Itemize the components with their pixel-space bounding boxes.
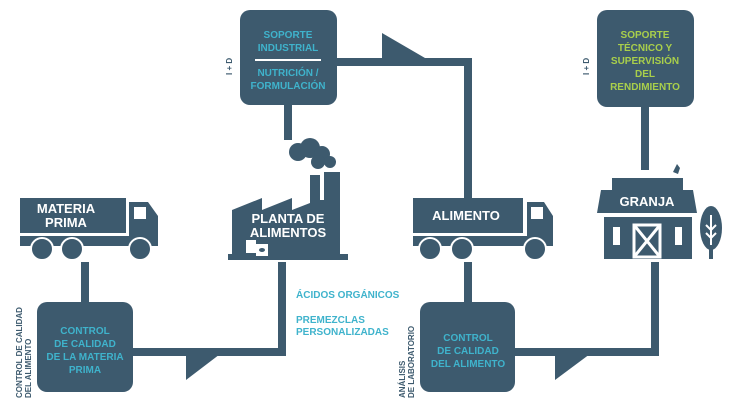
box-text: PRIMA bbox=[69, 365, 101, 376]
truck-label: ALIMENTO bbox=[432, 208, 500, 223]
box-control-alimento: ANÁLISIS DE LABORATORIO CONTROL DE CALID… bbox=[398, 302, 515, 398]
connector-control-to-granja bbox=[515, 262, 659, 356]
side-label: DE LABORATORIO bbox=[407, 326, 416, 398]
box-text: SUPERVISIÓN bbox=[611, 54, 679, 67]
box-text: DE LA MATERIA bbox=[46, 352, 123, 363]
box-control-materia-prima: CONTROL DE CALIDAD DEL ALIMENTO CONTROL … bbox=[15, 302, 133, 398]
truck-alimento-icon: ALIMENTO bbox=[413, 198, 553, 261]
connectors bbox=[81, 33, 659, 380]
side-label: DEL ALIMENTO bbox=[24, 339, 33, 398]
box-text: SOPORTE bbox=[264, 30, 313, 41]
side-label-id: I + D bbox=[582, 58, 591, 75]
truck-label: PRIMA bbox=[45, 215, 88, 230]
box-text: NUTRICIÓN / bbox=[257, 66, 318, 79]
label-premezclas: PREMEZCLAS bbox=[296, 315, 365, 326]
box-text: RENDIMIENTO bbox=[610, 82, 680, 93]
box-text: DEL ALIMENTO bbox=[431, 359, 505, 370]
box-text: TÉCNICO Y bbox=[618, 41, 673, 54]
factory-label: ALIMENTOS bbox=[250, 225, 327, 240]
connector-control-to-factory bbox=[133, 262, 286, 356]
box-text: DE CALIDAD bbox=[54, 339, 116, 350]
box-soporte-industrial: I + D SOPORTE INDUSTRIAL NUTRICIÓN / FOR… bbox=[225, 10, 337, 105]
arrow-right-icon bbox=[555, 348, 598, 380]
side-label: ANÁLISIS bbox=[398, 360, 407, 398]
box-text: CONTROL bbox=[443, 333, 492, 344]
box-text: DE CALIDAD bbox=[437, 346, 499, 357]
factory-label: PLANTA DE bbox=[252, 211, 325, 226]
factory-planta-icon: PLANTA DE ALIMENTOS bbox=[228, 138, 348, 260]
divider bbox=[255, 59, 321, 61]
label-acidos-organicos: ÁCIDOS ORGÁNICOS bbox=[296, 288, 400, 301]
rooster-icon bbox=[673, 164, 680, 174]
box-text: SOPORTE bbox=[621, 30, 670, 41]
barn-label: GRANJA bbox=[620, 194, 676, 209]
smoke-icon bbox=[289, 138, 336, 169]
box-text: INDUSTRIAL bbox=[258, 43, 319, 54]
side-label-id: I + D bbox=[225, 58, 234, 75]
truck-materia-prima-icon: MATERIA PRIMA bbox=[20, 198, 158, 261]
barn-granja-icon: GRANJA bbox=[597, 164, 722, 259]
side-label: CONTROL DE CALIDAD bbox=[15, 307, 24, 398]
arrow-right-icon bbox=[186, 348, 228, 380]
box-text: CONTROL bbox=[60, 326, 109, 337]
connector-factory-to-alimento bbox=[337, 58, 472, 198]
box-soporte-tecnico: I + D SOPORTE TÉCNICO Y SUPERVISIÓN DEL … bbox=[582, 10, 694, 107]
arrow-right-icon bbox=[382, 33, 425, 66]
box-text: FORMULACIÓN bbox=[251, 79, 326, 92]
label-premezclas: PERSONALIZADAS bbox=[296, 327, 389, 338]
box-text: DEL bbox=[635, 69, 655, 80]
tree-icon bbox=[700, 206, 722, 259]
truck-label: MATERIA bbox=[37, 201, 96, 216]
